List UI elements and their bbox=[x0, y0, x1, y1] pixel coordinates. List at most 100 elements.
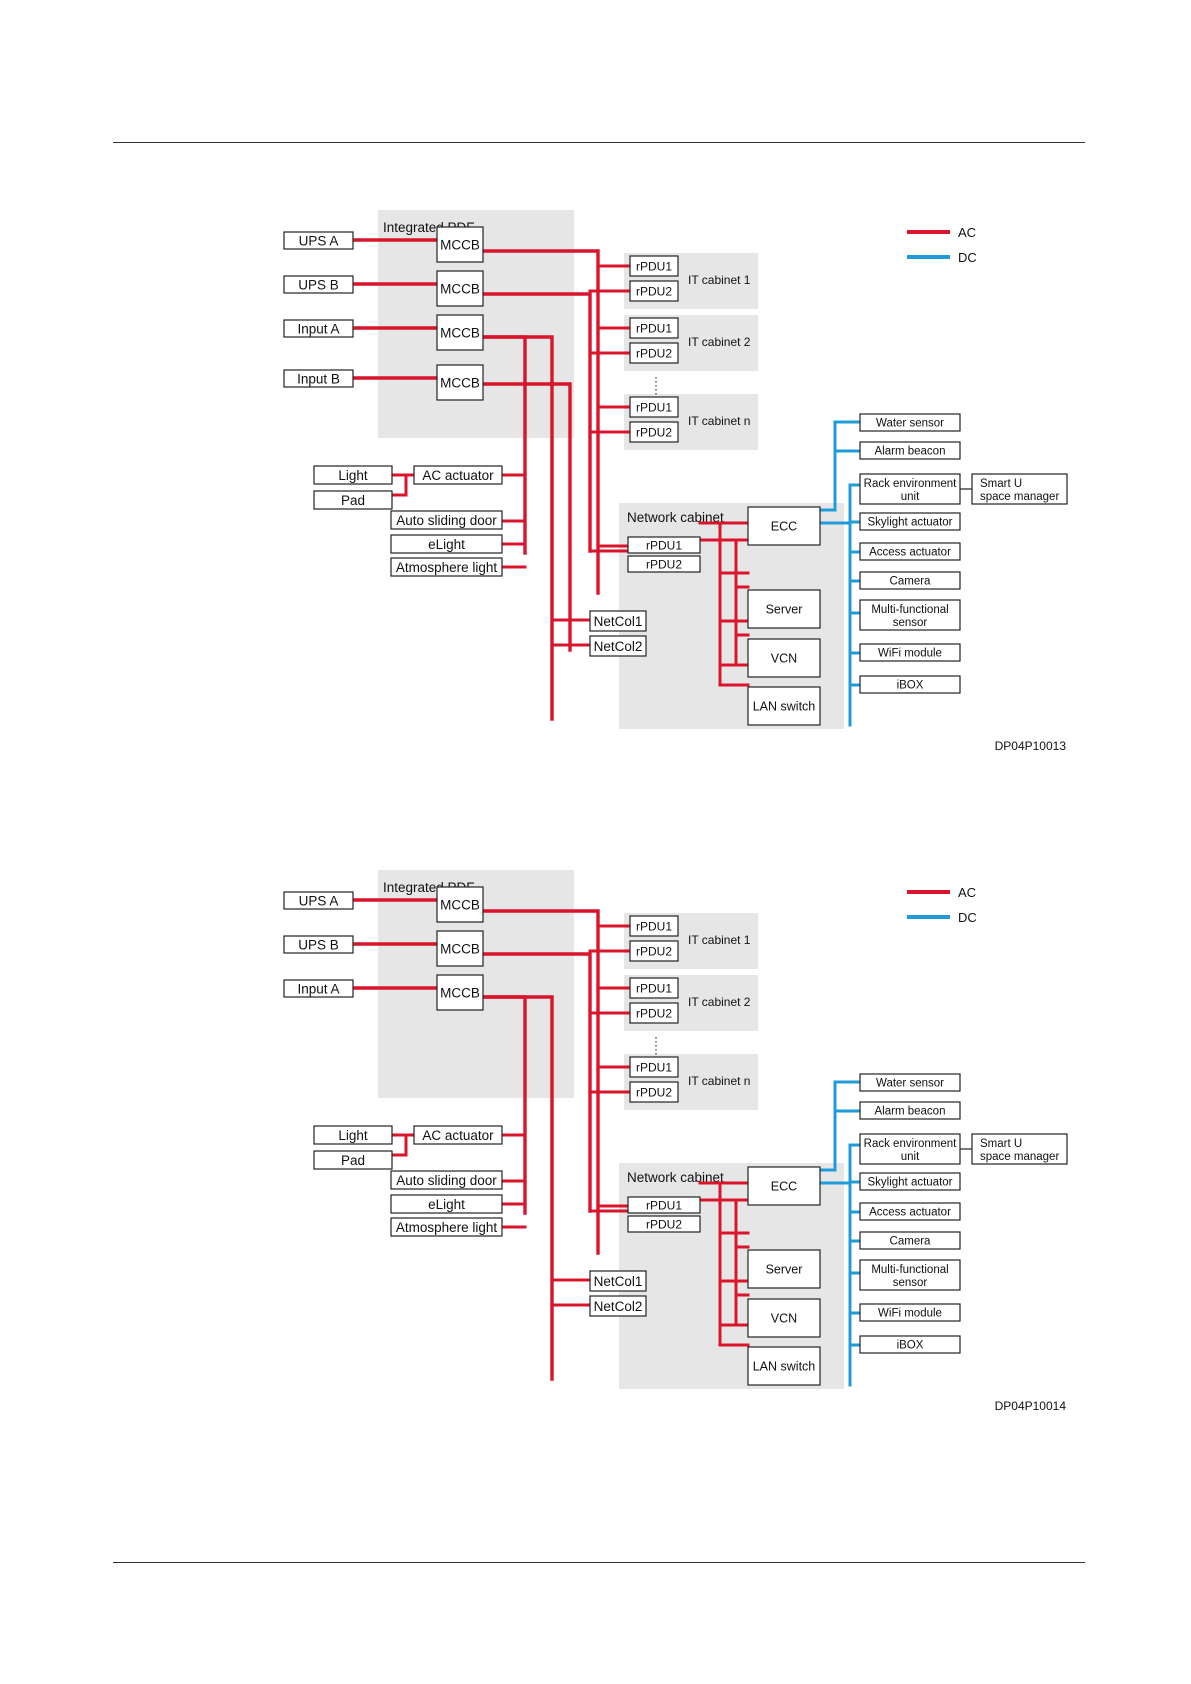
source-ups-b-frame bbox=[283, 275, 354, 294]
atmosphere-light-box-frame bbox=[390, 1217, 503, 1237]
source-input-a: Input A bbox=[283, 319, 354, 338]
mccb-2-label: MCCB bbox=[440, 281, 480, 296]
sensor-water-sensor: Water sensor bbox=[859, 413, 961, 432]
it-cabinet-2-label: IT cabinet 2 bbox=[688, 995, 751, 1009]
it-cabinet-1-label: IT cabinet 1 bbox=[688, 933, 751, 947]
it-cabinet-3-rpdu2-frame bbox=[629, 421, 679, 443]
sensor-camera-frame bbox=[859, 571, 961, 590]
network-rpdu1-label: rPDU1 bbox=[646, 538, 682, 552]
it-cabinet-1-rpdu1: rPDU1 bbox=[629, 915, 679, 937]
elight-box-frame bbox=[390, 1194, 503, 1214]
legend-ac-label: AC bbox=[958, 225, 976, 240]
it-cabinet-2-rpdu2: rPDU2 bbox=[629, 1002, 679, 1024]
it-cabinet-3-label: IT cabinet n bbox=[688, 414, 750, 428]
it-cabinet-2-rpdu2-label: rPDU2 bbox=[636, 346, 672, 360]
mccb-1-frame bbox=[436, 886, 484, 923]
source-ups-b-frame bbox=[283, 935, 354, 954]
mccb-1-frame bbox=[436, 226, 484, 263]
elight-box: eLight bbox=[390, 534, 503, 554]
source-input-a-frame bbox=[283, 319, 354, 338]
sensor-alarm-beacon-frame bbox=[859, 1101, 961, 1120]
it-cabinet-2-rpdu2-label: rPDU2 bbox=[636, 1006, 672, 1020]
it-cabinet-2-rpdu2: rPDU2 bbox=[629, 342, 679, 364]
it-cabinet-3-rpdu2-frame bbox=[629, 1081, 679, 1103]
ac-wire-inputa-netcol bbox=[481, 995, 554, 1381]
footer-rule bbox=[113, 1562, 1085, 1563]
sensor-multi-functional-sensor-frame bbox=[859, 599, 961, 631]
mccb-4-frame bbox=[436, 364, 484, 401]
elight-box: eLight bbox=[390, 1194, 503, 1214]
sensor-water-sensor-label: Water sensor bbox=[876, 418, 944, 430]
network-rpdu2-label: rPDU2 bbox=[646, 1217, 682, 1231]
atmosphere-light-box-frame bbox=[390, 557, 503, 577]
it-cabinet-2-rpdu1-label: rPDU1 bbox=[636, 321, 672, 335]
sensor-access-actuator-frame bbox=[859, 1202, 961, 1221]
ecc-box-label: ECC bbox=[771, 520, 797, 534]
figure-id: DP04P10013 bbox=[995, 739, 1067, 753]
it-cabinet-1-rpdu2-frame bbox=[629, 940, 679, 962]
mccb-4-label: MCCB bbox=[440, 375, 480, 390]
netcol1-box-label: NetCol1 bbox=[594, 1274, 643, 1289]
sensor-ibox: iBOX bbox=[859, 675, 961, 694]
sensor-camera-label: Camera bbox=[890, 1236, 932, 1248]
elight-box-label: eLight bbox=[428, 537, 465, 552]
mccb-2: MCCB bbox=[436, 270, 484, 307]
sensor-water-sensor-frame bbox=[859, 1073, 961, 1092]
it-cabinet-1-rpdu2: rPDU2 bbox=[629, 940, 679, 962]
network-rpdu2-frame bbox=[627, 1215, 701, 1233]
ac-wire-light-pad bbox=[390, 1133, 416, 1157]
ac-wire-upsb-bus bbox=[481, 952, 592, 1213]
it-cabinet-1-rpdu1: rPDU1 bbox=[629, 255, 679, 277]
ac-actuator-box-label: AC actuator bbox=[422, 1128, 494, 1143]
mccb-3: MCCB bbox=[436, 974, 484, 1011]
atmosphere-light-box-label: Atmosphere light bbox=[396, 1220, 498, 1235]
vcn-box-label: VCN bbox=[771, 652, 797, 666]
network-cabinet-title: Network cabinet bbox=[627, 1170, 724, 1185]
it-cabinet-2-rpdu1: rPDU1 bbox=[629, 317, 679, 339]
sensor-wifi-module-frame bbox=[859, 643, 961, 662]
ac-actuator-box-frame bbox=[413, 1125, 503, 1145]
sensor-skylight-actuator-label: Skylight actuator bbox=[867, 1177, 952, 1189]
server-box: Server bbox=[747, 1249, 821, 1289]
sensor-access-actuator: Access actuator bbox=[859, 542, 961, 561]
auto-sliding-door-box-frame bbox=[390, 1170, 503, 1190]
mccb-2-frame bbox=[436, 270, 484, 307]
legend-dc-label: DC bbox=[958, 910, 977, 925]
auto-sliding-door-box: Auto sliding door bbox=[390, 1170, 503, 1190]
pad-box-frame bbox=[313, 1150, 393, 1170]
light-box: Light bbox=[313, 1125, 393, 1145]
light-box-frame bbox=[313, 1125, 393, 1145]
it-cabinet-2-rpdu1: rPDU1 bbox=[629, 977, 679, 999]
sensor-access-actuator-label: Access actuator bbox=[869, 1207, 951, 1219]
ecc-box-frame bbox=[747, 1166, 821, 1206]
it-cabinet-2-rpdu1-label: rPDU1 bbox=[636, 981, 672, 995]
sensor-skylight-actuator-label: Skylight actuator bbox=[867, 517, 952, 529]
sensor-ibox-frame bbox=[859, 1335, 961, 1354]
pad-box: Pad bbox=[313, 490, 393, 510]
sensor-wifi-module-frame bbox=[859, 1303, 961, 1322]
source-ups-a-frame bbox=[283, 231, 354, 250]
atmosphere-light-box: Atmosphere light bbox=[390, 557, 503, 577]
it-cabinet-3-rpdu1-label: rPDU1 bbox=[636, 1060, 672, 1074]
sensor-wifi-module-label: WiFi module bbox=[878, 648, 942, 660]
mccb-3: MCCB bbox=[436, 314, 484, 351]
mccb-1-label: MCCB bbox=[440, 237, 480, 252]
mccb-1-label: MCCB bbox=[440, 897, 480, 912]
light-box-label: Light bbox=[338, 1128, 368, 1143]
light-box: Light bbox=[313, 465, 393, 485]
ac-wire-upsa-bus bbox=[481, 249, 600, 595]
sensor-wifi-module: WiFi module bbox=[859, 1303, 961, 1322]
it-cabinet-3-label: IT cabinet n bbox=[688, 1074, 750, 1088]
lan-switch-box-frame bbox=[747, 1346, 821, 1386]
source-input-b: Input B bbox=[283, 369, 354, 388]
vcn-box: VCN bbox=[747, 1298, 821, 1338]
sensor-camera-frame bbox=[859, 1231, 961, 1250]
source-input-a-label: Input A bbox=[297, 321, 339, 336]
it-cabinet-1-rpdu2-frame bbox=[629, 280, 679, 302]
